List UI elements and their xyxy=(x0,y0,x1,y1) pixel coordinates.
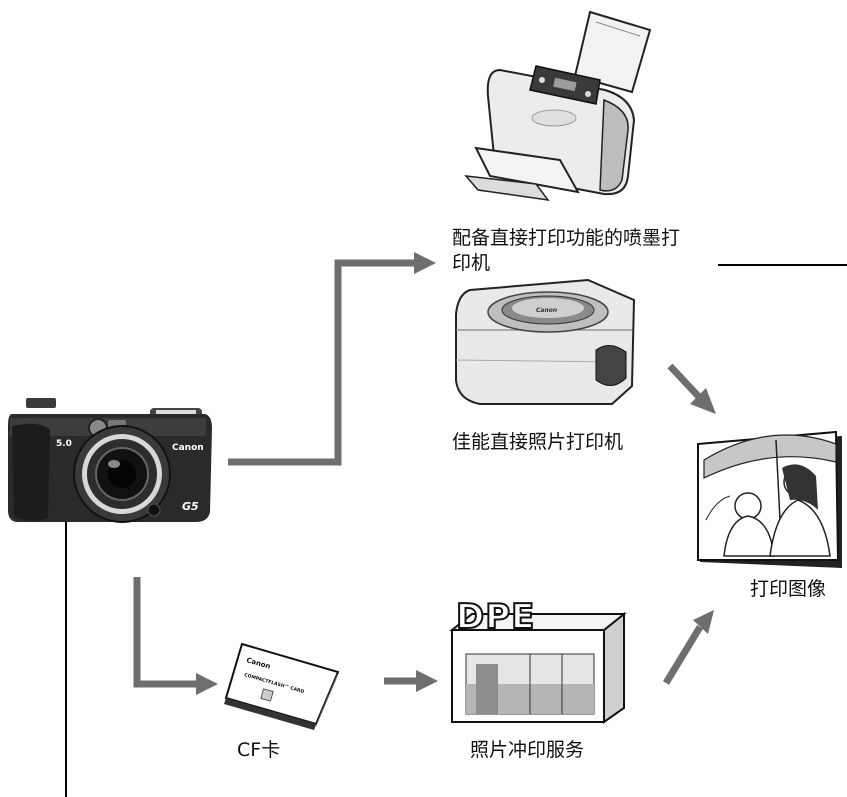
arrow-printer-to-print xyxy=(667,363,703,401)
inkjet-printer-image xyxy=(464,10,652,201)
printed-photo-image xyxy=(697,430,842,568)
inkjet-printer-label-line2: 印机 xyxy=(452,252,491,274)
arrowhead-to-printer xyxy=(414,252,436,274)
arrow-camera-to-printer xyxy=(228,259,418,466)
cf-card-label: CF卡 xyxy=(237,739,281,761)
store-sign-text: DPE xyxy=(456,597,535,637)
camera-brand-text: Canon xyxy=(172,443,204,453)
arrow-camera-to-card xyxy=(133,577,200,688)
print-image-label: 打印图像 xyxy=(750,578,827,600)
canon-direct-printer-label: 佳能直接照片打印机 xyxy=(452,431,624,453)
arrowhead-printer-to-print xyxy=(690,388,716,414)
camera-megapixel-text: 5.0 xyxy=(56,439,72,449)
arrowhead-to-store xyxy=(416,670,438,692)
arrow-store-to-print xyxy=(663,625,703,685)
dpe-store-image: DPE xyxy=(449,596,627,724)
arrowhead-store-to-print xyxy=(693,610,714,634)
arrowhead-to-card xyxy=(196,673,218,695)
cf-card-image: Canon COMPACTFLASH™ CARD xyxy=(224,642,340,730)
photo-service-label: 照片冲印服务 xyxy=(470,739,585,761)
inkjet-printer-label: 配备直接打印功能的喷墨打 印机 xyxy=(452,226,680,276)
inkjet-printer-label-line1: 配备直接打印功能的喷墨打 xyxy=(452,227,681,249)
camera-model-text: G5 xyxy=(182,500,199,513)
camera-image: Canon G5 5.0 xyxy=(8,398,212,523)
selphy-brand-text: Canon xyxy=(536,307,557,314)
selphy-printer-image: Canon xyxy=(455,278,636,405)
